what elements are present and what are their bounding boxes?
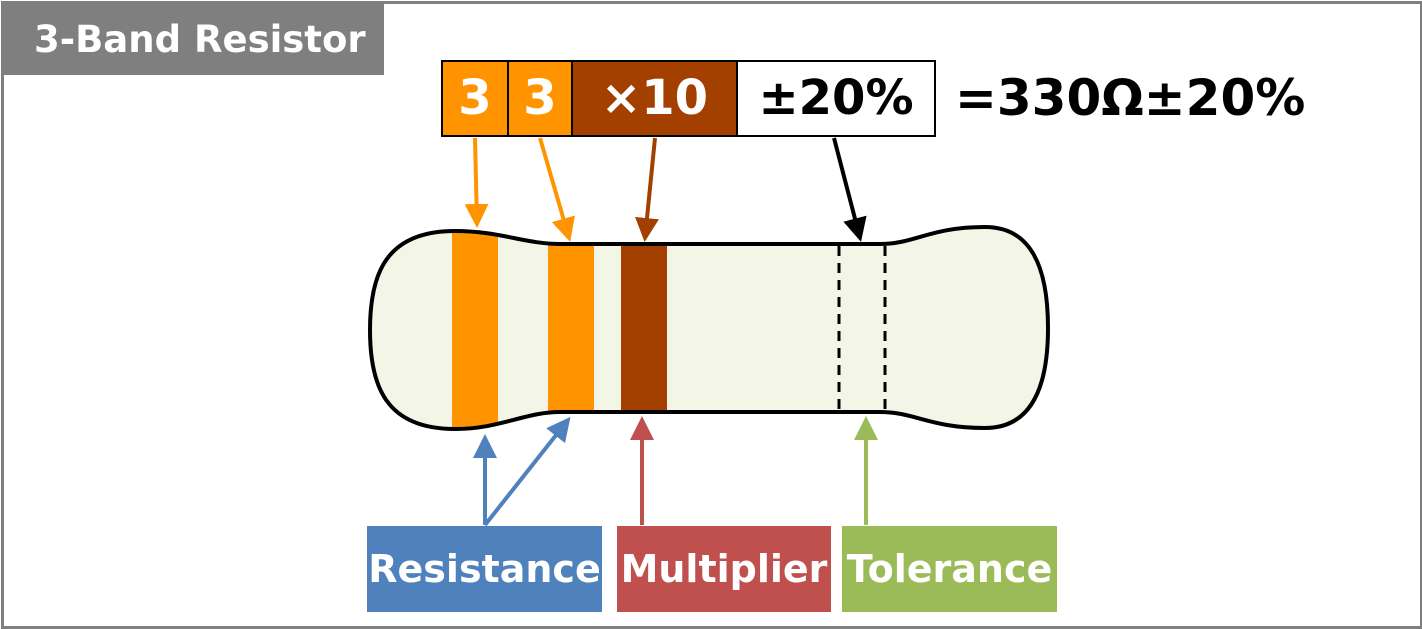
resistor-body <box>370 227 1048 429</box>
arrow-multiplier <box>635 137 659 242</box>
arrow-tolerance <box>832 137 867 242</box>
tolerance-box: ±20% <box>736 60 936 137</box>
page-title: 3-Band Resistor <box>4 4 384 75</box>
arrow-second-digit <box>538 137 575 242</box>
resistor-outline <box>367 224 1051 432</box>
multiplier-label: Multiplier <box>617 526 831 612</box>
arrow-resistance-2 <box>483 416 571 527</box>
band-first-digit <box>452 227 498 429</box>
result-value: =330Ω±20% <box>955 69 1306 127</box>
tolerance-label: Tolerance <box>842 526 1057 612</box>
band-multiplier <box>621 227 667 429</box>
resistance-label: Resistance <box>367 526 602 612</box>
second-digit-box: 3 <box>507 60 573 137</box>
multiplier-box: ×10 <box>571 60 738 137</box>
band-second-digit <box>548 227 594 429</box>
arrow-first-digit <box>464 137 489 228</box>
